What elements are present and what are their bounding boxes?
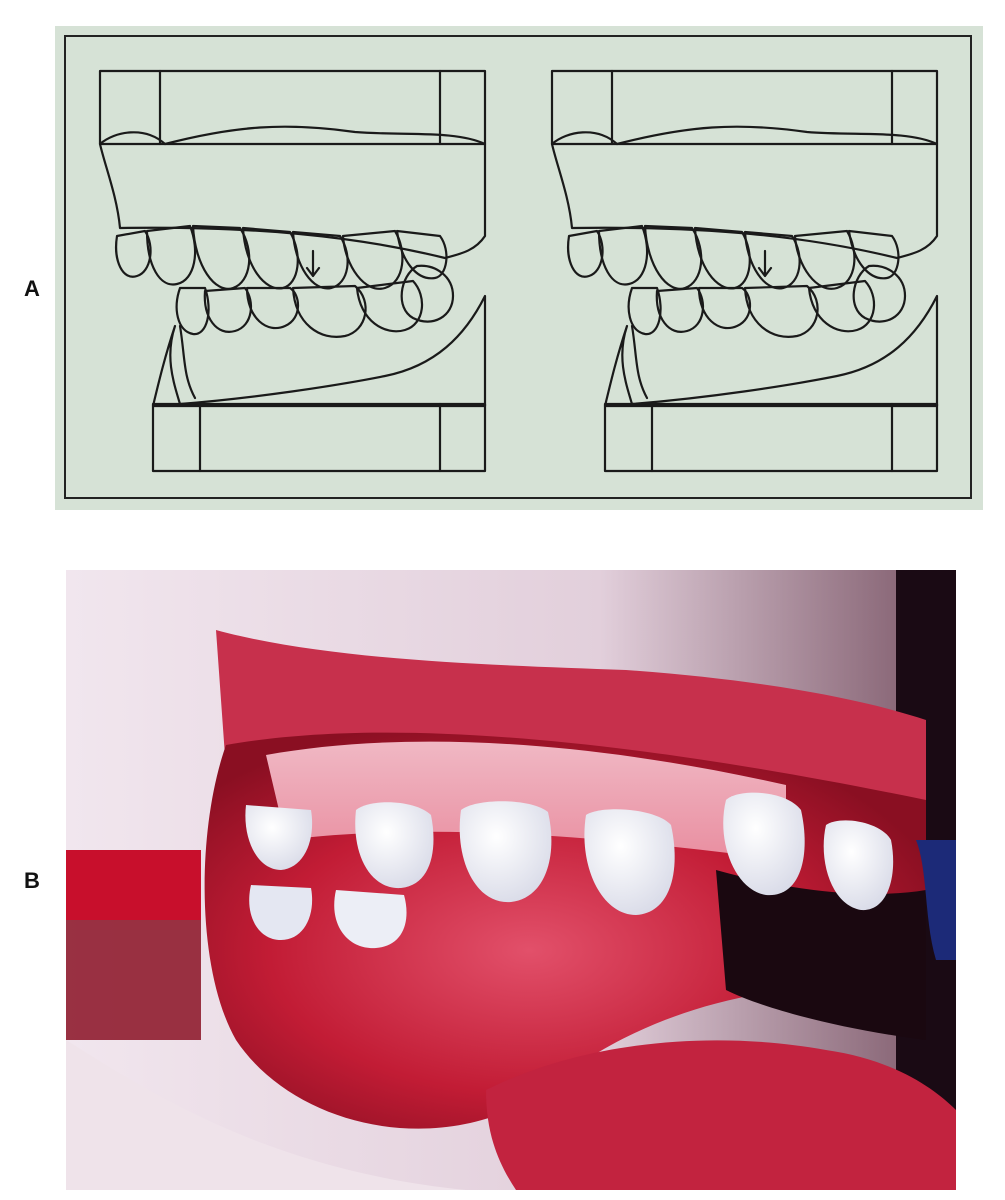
panel-b-photo (66, 570, 956, 1190)
cast-drawing-right (550, 69, 939, 473)
lower-teeth (249, 885, 407, 949)
cast-drawing-left (98, 69, 487, 473)
panel-a-drawing (55, 26, 983, 510)
upper-teeth (245, 792, 894, 915)
panel-label-b: B (24, 868, 40, 893)
panel-label-a: A (24, 276, 40, 301)
